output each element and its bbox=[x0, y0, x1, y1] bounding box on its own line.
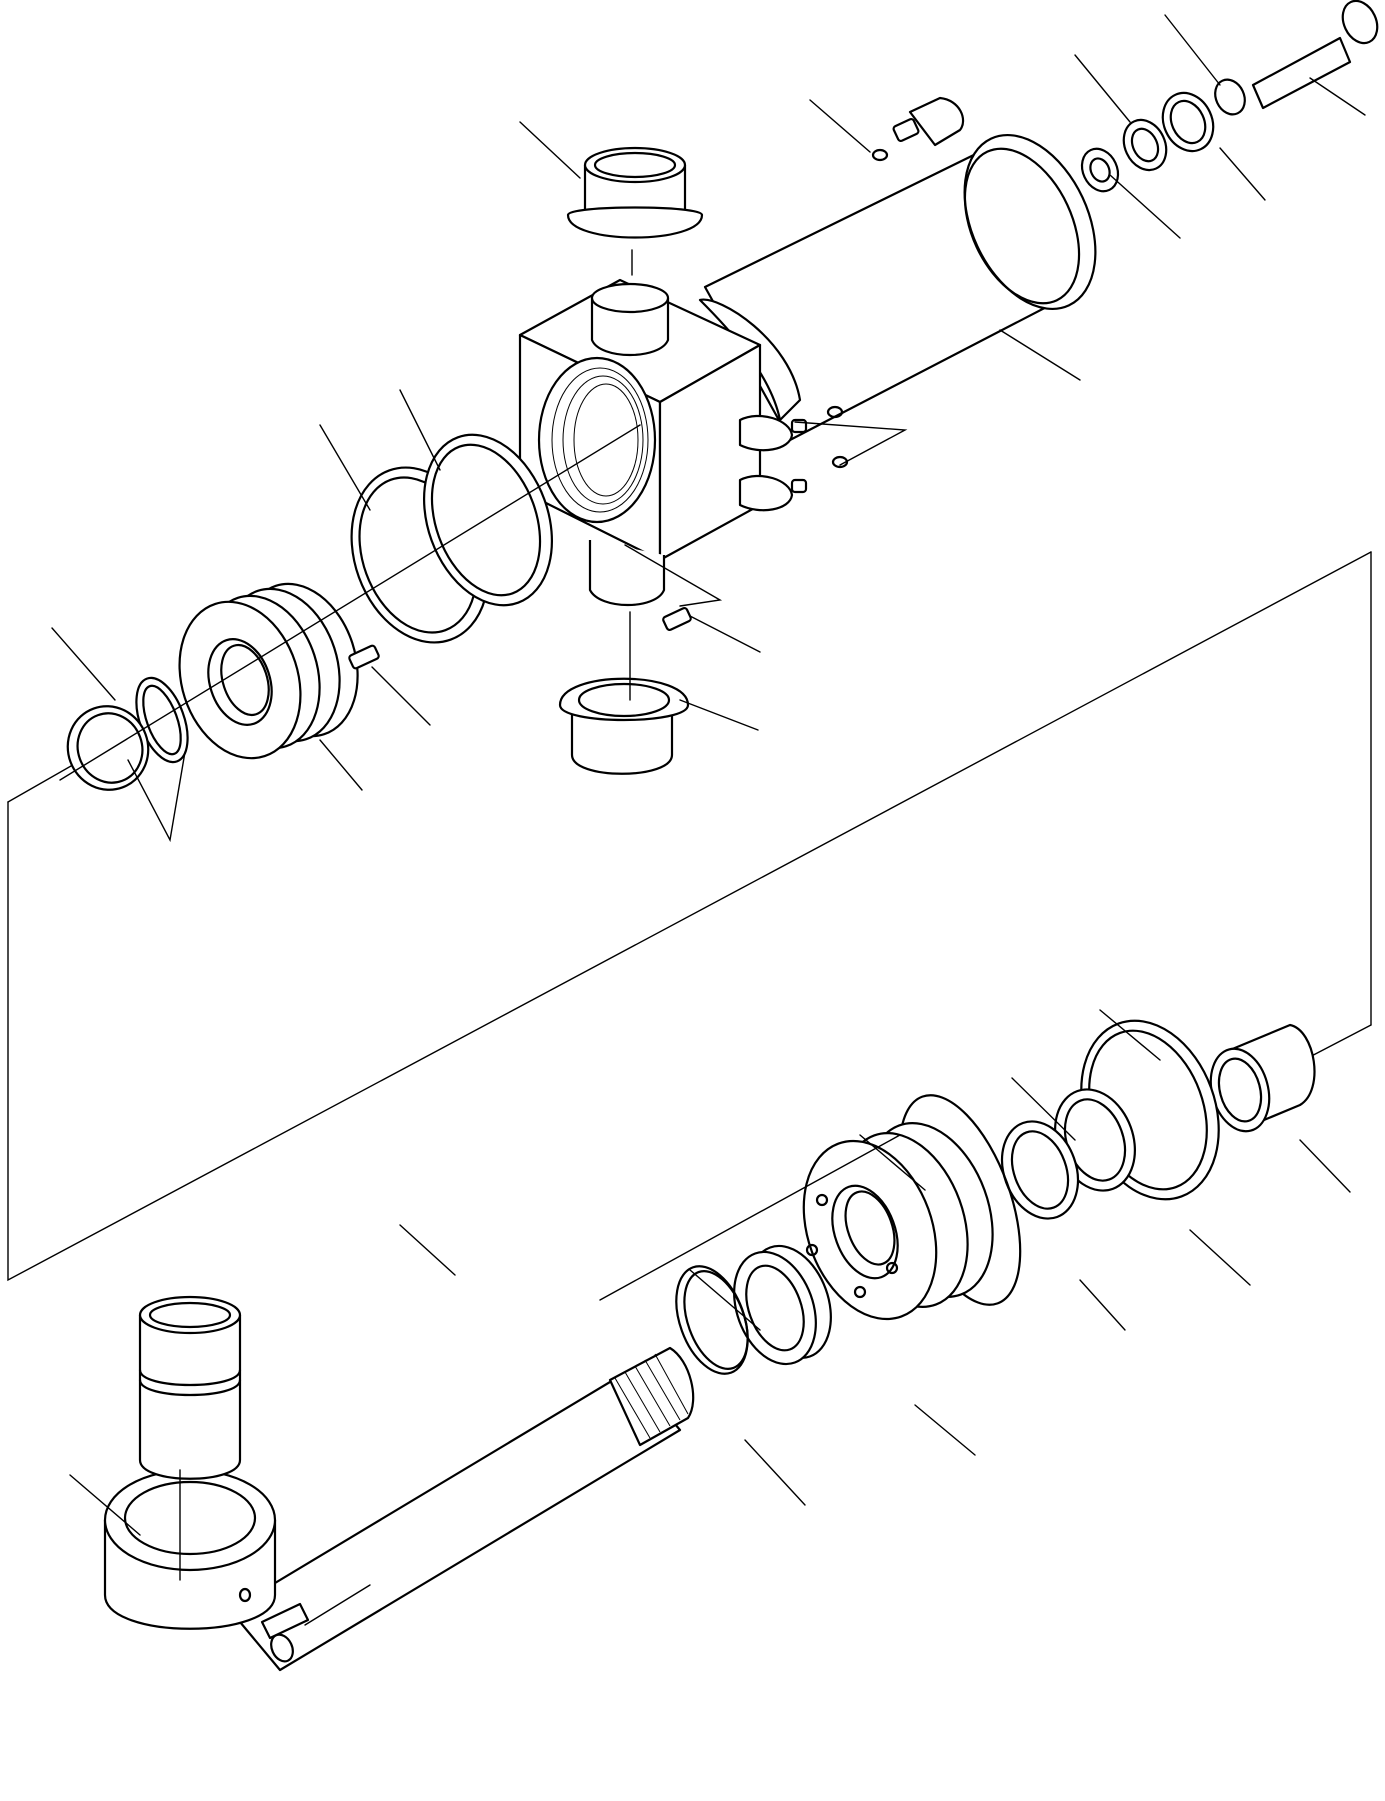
grease-nipple-lower bbox=[260, 1602, 310, 1663]
axis-line-upper bbox=[59, 424, 641, 781]
cylinder-head-block bbox=[518, 278, 808, 607]
elbow-fitting-top bbox=[871, 96, 965, 162]
snap-ring-lower bbox=[675, 1265, 749, 1375]
rod-seals-top-right bbox=[1080, 78, 1246, 193]
bushing-top-upper bbox=[566, 146, 704, 276]
head-rings bbox=[350, 433, 554, 644]
piston-rod-lower bbox=[228, 1134, 901, 1672]
set-screw-piston bbox=[348, 644, 380, 670]
pin-top-right bbox=[1251, 0, 1379, 110]
seal-rings-lower-right bbox=[898, 1019, 1220, 1306]
cylinder-barrel bbox=[698, 133, 1097, 442]
seal-rings-left bbox=[66, 676, 189, 791]
bushing-bottom-upper bbox=[558, 611, 690, 775]
bushing-rod-eye bbox=[138, 1295, 242, 1581]
rod-eye-lower bbox=[103, 1468, 277, 1630]
leader-lines bbox=[51, 14, 1366, 1626]
set-screw-center bbox=[662, 607, 692, 631]
guide-bushing-lower-right bbox=[1209, 1023, 1316, 1133]
piston-upper bbox=[178, 582, 359, 760]
o-ring-port-upper bbox=[826, 405, 844, 419]
collar-lower bbox=[733, 1244, 832, 1366]
gland-nut-lower bbox=[802, 1122, 994, 1321]
